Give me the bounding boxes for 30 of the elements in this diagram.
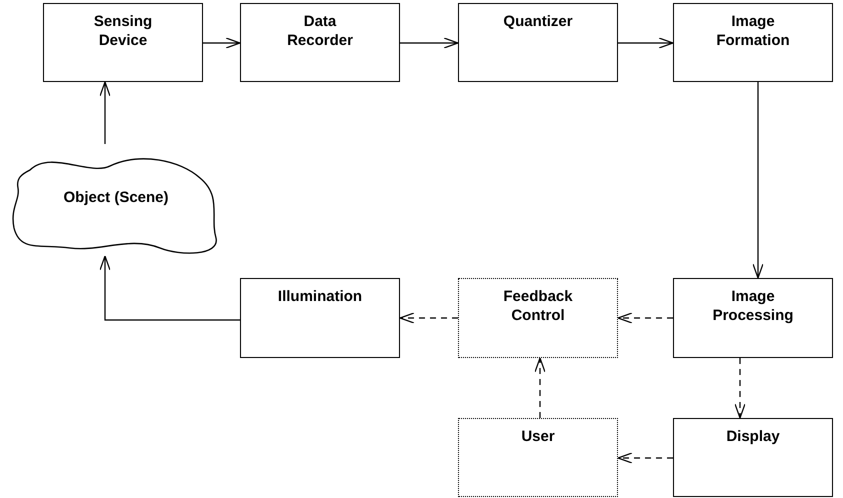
arrow [617,452,673,464]
process-box [673,418,833,497]
arrow [752,82,764,279]
process-box [240,278,400,358]
process-box [673,278,833,358]
process-box [673,3,833,82]
node-label: User [521,427,555,446]
node-label: Image Processing [712,287,794,325]
node-label: Feedback Control [502,287,574,325]
arrow [99,255,240,321]
process-box [43,3,203,82]
process-box [240,3,400,82]
arrow [617,312,673,324]
arrow [99,81,111,144]
node-label: Image Formation [715,12,791,50]
arrow [399,312,458,324]
arrow [534,357,546,418]
dotted-box [458,278,618,358]
arrow [203,37,241,49]
node-label: Display [726,427,780,446]
node-label: Object (Scene) [63,188,169,207]
arrow [618,37,674,49]
node-label: Illumination [278,287,362,306]
arrow [734,358,746,419]
arrow [400,37,459,49]
node-label: Sensing Device [92,12,154,50]
process-box [458,3,618,82]
dotted-box [458,418,618,497]
node-label: Data Recorder [286,12,354,50]
node-label: Quantizer [503,12,573,31]
